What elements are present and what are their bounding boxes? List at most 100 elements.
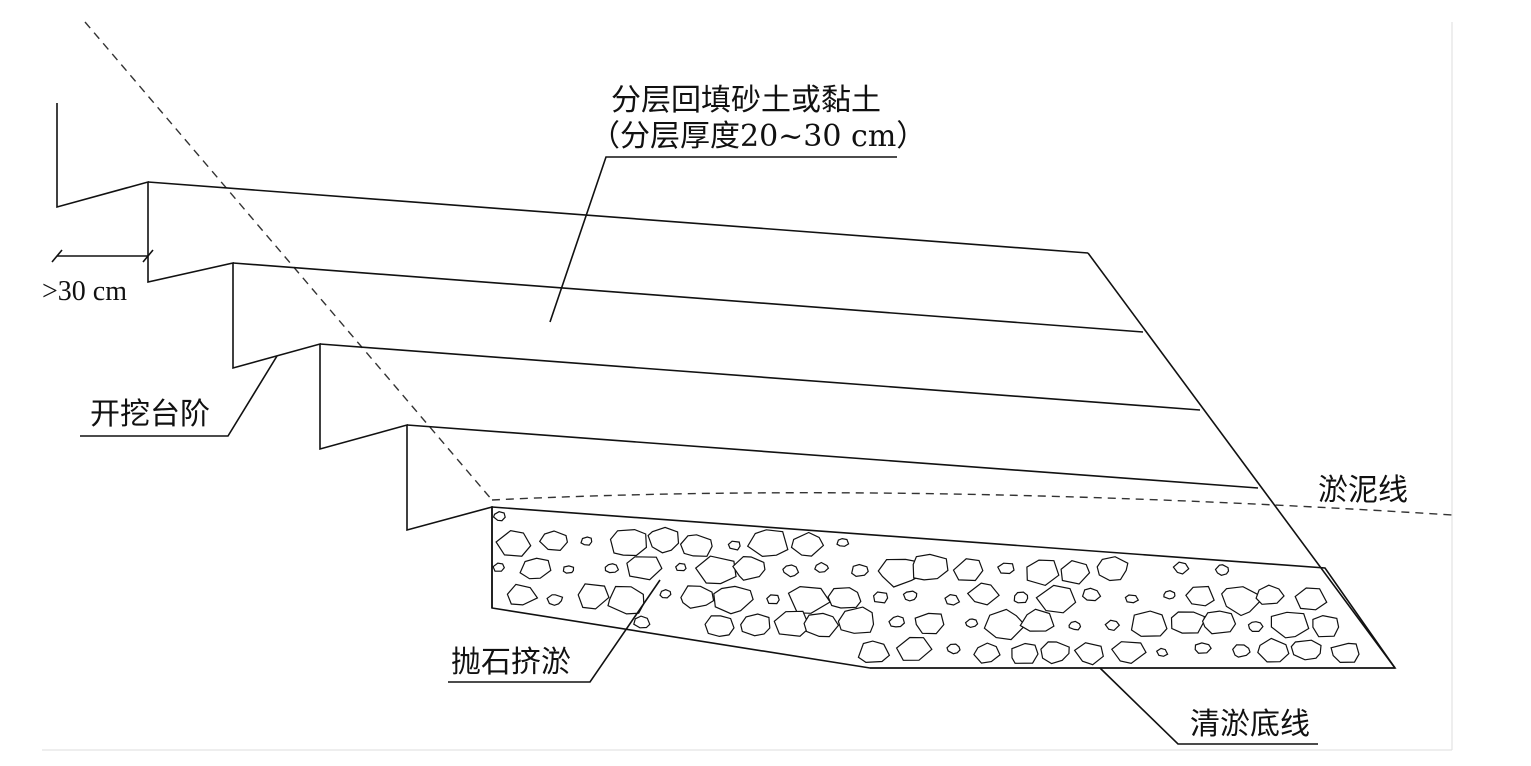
riprap-stone <box>803 612 840 638</box>
riprap-stone <box>1170 611 1206 634</box>
riprap-stone <box>492 511 506 522</box>
riprap-stone <box>727 540 741 551</box>
dredge-bottom-leader <box>1099 667 1318 745</box>
riprap-stone <box>1124 594 1140 604</box>
riprap-stone <box>1155 647 1169 657</box>
riprap-stone <box>1247 621 1264 633</box>
riprap-stone <box>746 529 789 558</box>
fill-label-leader <box>549 156 897 323</box>
riprap-stone <box>679 534 713 557</box>
riprap-stone <box>1163 590 1176 600</box>
riprap-stone <box>546 594 564 606</box>
riprap-stone <box>492 562 506 572</box>
fill-layer-line-1 <box>147 181 1089 254</box>
riprap-stone <box>562 565 575 574</box>
riprap-stone <box>1104 619 1121 632</box>
riprap-stone <box>680 585 715 609</box>
riprap-stone <box>1019 608 1055 632</box>
silt-line <box>491 492 1453 516</box>
riprap-stone <box>814 561 830 573</box>
riprap-stone <box>607 585 645 615</box>
riprap-stone <box>1214 564 1230 576</box>
riprap-stone <box>1011 642 1039 664</box>
fill-layer-line-4 <box>406 424 1259 489</box>
riprap-stone <box>1081 587 1102 602</box>
riprap-stone <box>1201 610 1237 635</box>
riprap-stone <box>1130 610 1168 637</box>
riprap-stone <box>713 585 754 615</box>
riprap-stone <box>609 528 648 557</box>
riprap-stone <box>857 640 891 664</box>
riprap-stone <box>888 615 906 628</box>
riprap-stone <box>952 558 984 582</box>
original-ground-slope-line <box>84 21 493 501</box>
riprap-stone <box>787 585 831 614</box>
riprap-stone <box>1330 642 1360 664</box>
riprap-stone <box>837 606 875 634</box>
riprap-stone <box>1068 620 1082 631</box>
riprap-stone <box>973 642 1001 664</box>
riprap-stone <box>827 587 862 609</box>
riprap-stone <box>983 608 1027 641</box>
riprap-label: 抛石挤淤 <box>451 645 571 680</box>
riprap-stone <box>914 612 945 635</box>
riprap-stone <box>946 643 961 655</box>
riprap-stone <box>704 615 735 638</box>
fill-layer-line-3 <box>319 343 1201 411</box>
riprap-stone <box>633 615 651 629</box>
riprap-stone <box>1060 560 1091 585</box>
riprap-stone <box>1290 639 1322 661</box>
riprap-stone <box>659 589 672 599</box>
riprap-stone <box>519 557 552 580</box>
riprap-stone <box>912 553 949 581</box>
riprap-stone <box>944 593 961 606</box>
riprap-stone <box>1172 561 1190 575</box>
step-dimension-tick-right <box>142 249 154 263</box>
riprap-stone <box>626 556 663 581</box>
riprap-stone <box>964 618 979 629</box>
riprap-stone <box>1096 556 1129 582</box>
riprap-stone <box>1110 641 1147 664</box>
riprap-stone <box>966 582 1000 606</box>
riprap-stone <box>538 530 569 552</box>
riprap-stone <box>495 530 532 557</box>
riprap-stone <box>766 594 780 605</box>
riprap-stone <box>1312 614 1340 638</box>
riprap-stone <box>506 583 539 606</box>
riprap-stone <box>647 526 680 554</box>
embankment-side-slope <box>1087 252 1396 669</box>
fill-subtitle-label: （分层厚度20~30 cm） <box>590 119 926 154</box>
excavated-steps-leader <box>80 355 278 437</box>
riprap-stone <box>782 564 800 578</box>
excavated-steps-profile <box>56 103 493 608</box>
riprap-stone <box>577 583 610 610</box>
riprap-stone <box>1294 587 1328 611</box>
riprap-stone <box>1026 559 1060 587</box>
riprap-stone <box>1257 637 1290 663</box>
riprap-stone <box>872 591 889 604</box>
riprap-stone <box>1185 585 1215 607</box>
riprap-stone <box>1013 591 1029 604</box>
riprap-stone <box>732 555 766 581</box>
riprap-stone <box>836 537 850 547</box>
riprap-stone <box>1073 642 1104 666</box>
riprap-stone <box>1270 611 1310 639</box>
step-dimension-label: >30 cm <box>42 276 127 307</box>
riprap-stones <box>492 511 1360 666</box>
riprap-stone <box>674 562 687 572</box>
riprap-stone <box>902 590 918 602</box>
riprap-stone <box>1255 584 1285 605</box>
riprap-stone <box>1194 642 1212 654</box>
riprap-stone <box>877 558 922 588</box>
riprap-stone <box>580 536 593 546</box>
riprap-stone <box>851 563 869 578</box>
fill-layer-line-2 <box>232 262 1144 333</box>
riprap-stone <box>1232 644 1251 658</box>
fill-title-label: 分层回填砂土或黏土 <box>611 83 881 118</box>
riprap-stone <box>1035 584 1077 614</box>
riprap-stone <box>604 563 620 574</box>
riprap-stone <box>1221 586 1262 617</box>
riprap-stone <box>773 610 811 637</box>
